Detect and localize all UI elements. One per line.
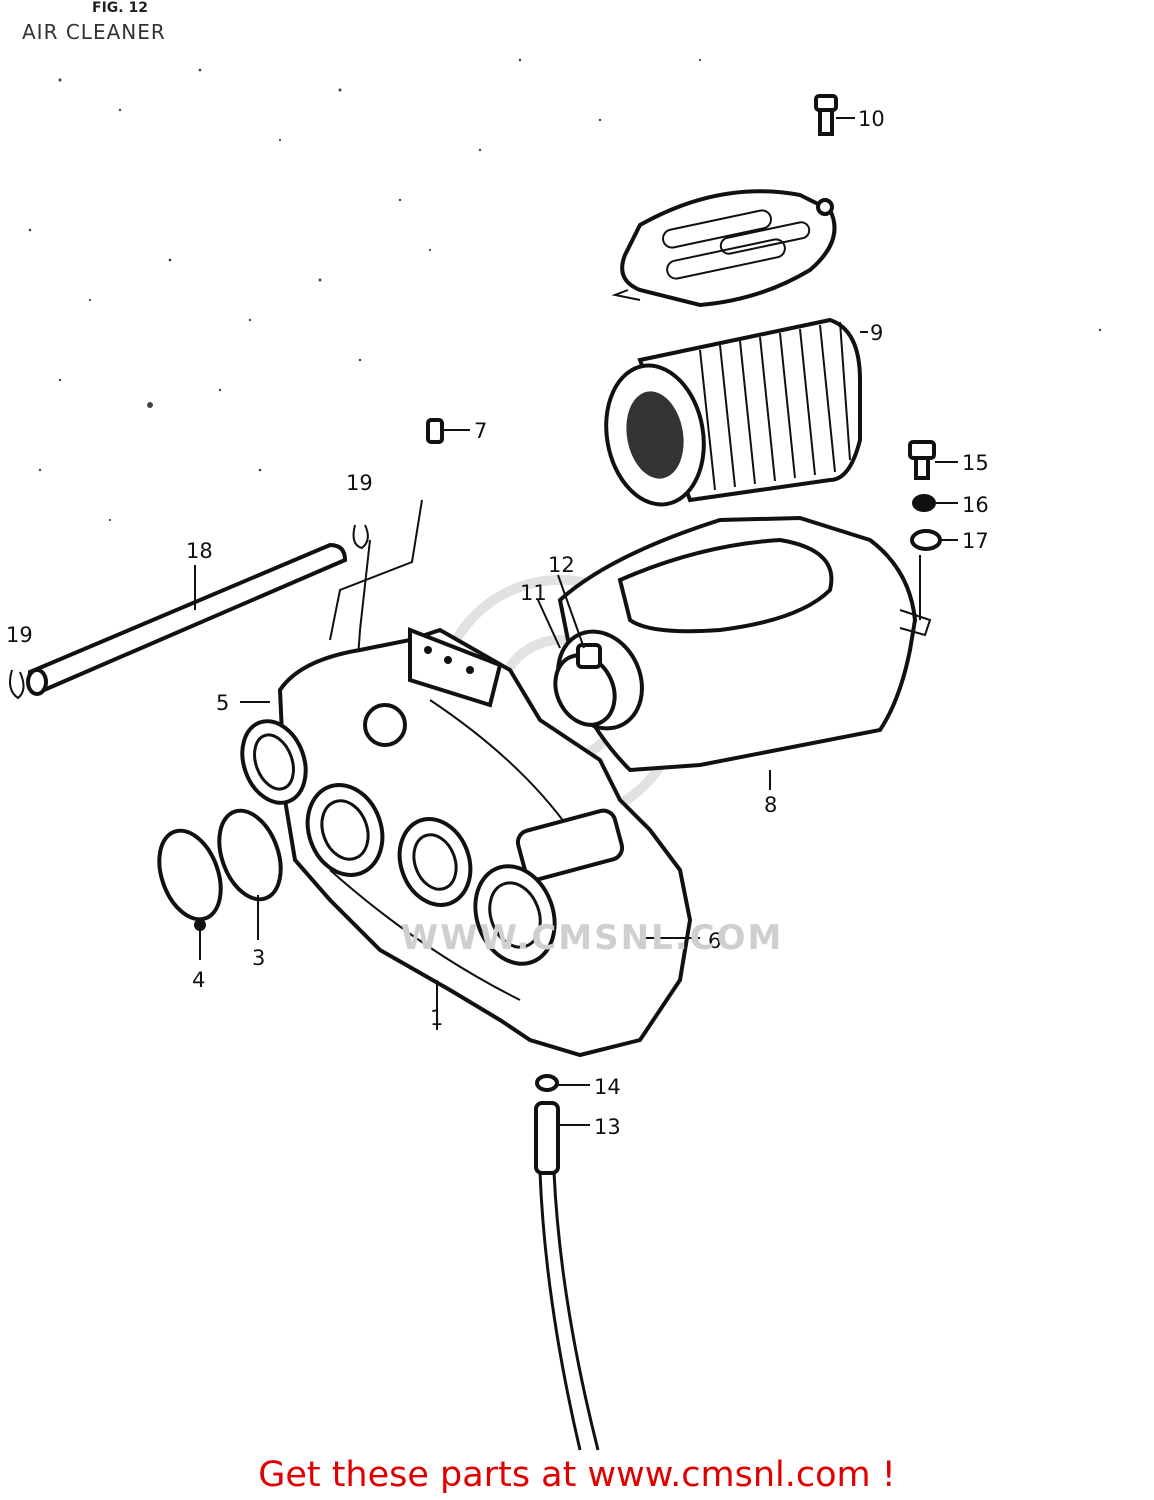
callout-9: 9 [870,321,883,345]
diagram-title: AIR CLEANER [22,20,166,44]
bolt-washer-parts-15-17 [908,440,958,620]
intake-boots [240,703,557,966]
callout-3: 3 [252,946,265,970]
figure-label: FIG. 12 [92,0,148,16]
print-speckle [28,58,1102,522]
watermark-text: WWW.CMSNL.COM [400,918,784,958]
callout-19-top: 19 [346,471,373,495]
seal-ring-part-3 [217,808,283,940]
breather-tube-part-18 [26,542,348,696]
cover-plate [611,189,837,308]
filter-element-part-9 [604,317,868,507]
rear-housing-part-8 [557,515,932,790]
callout-5: 5 [216,691,229,715]
connector-parts-11-12 [537,574,644,731]
clip-part-19 [9,524,369,700]
callout-11: 11 [520,581,547,605]
callout-17: 17 [962,529,989,553]
callout-15: 15 [962,451,989,475]
screw-part-7 [426,418,470,444]
callout-10: 10 [858,107,885,131]
callout-12: 12 [548,553,575,577]
callout-6: 6 [708,929,721,953]
callout-14: 14 [594,1075,621,1099]
callout-13: 13 [594,1115,621,1139]
callout-1: 1 [430,1006,443,1030]
promo-banner[interactable]: Get these parts at www.cmsnl.com ! [258,1455,896,1495]
clamp-ring-part-4 [157,828,223,960]
callout-4: 4 [192,968,205,992]
callout-7: 7 [474,419,487,443]
drain-hose-parts-13-14 [534,1074,600,1451]
bolt-part-10 [814,94,855,136]
callout-8: 8 [764,793,777,817]
callout-19-left: 19 [6,623,33,647]
callout-18: 18 [186,539,213,563]
callout-16: 16 [962,493,989,517]
